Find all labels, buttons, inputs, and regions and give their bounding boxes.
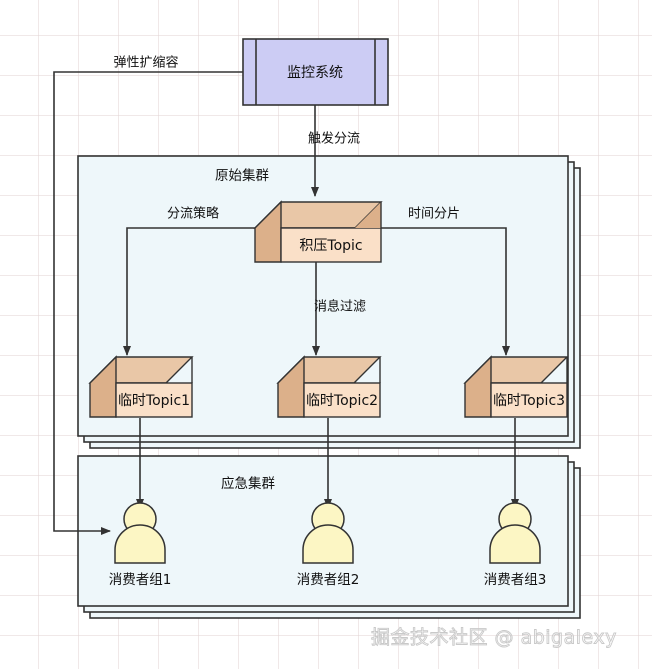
consumer-group-1-node[interactable]: 消费者组1	[109, 502, 172, 588]
temp-topic-1-front-face	[115, 382, 193, 418]
temp-topic-3-node[interactable]: 临时Topic3	[463, 355, 569, 418]
monitoring-system-node[interactable]: 监控系统	[242, 38, 389, 106]
consumer-group-3-label: 消费者组3	[484, 572, 547, 588]
consumer-group-1-label: 消费者组1	[109, 572, 172, 588]
origin-cluster-label: 原始集群	[215, 168, 269, 184]
edge-label-message-filter: 消息过滤	[314, 299, 366, 315]
consumer-group-2-node[interactable]: 消费者组2	[297, 502, 360, 588]
monitoring-system-box	[242, 38, 389, 106]
edge-backlog-to-temp1	[123, 227, 255, 356]
temp-topic-3-front-face	[490, 382, 568, 418]
edge-label-split-policy: 分流策略	[167, 206, 219, 222]
edge-label-time-shard: 时间分片	[408, 207, 460, 222]
consumer-group-3-node[interactable]: 消费者组3	[484, 502, 547, 588]
consumer-group-3-body-icon	[489, 524, 541, 564]
consumer-group-2-label: 消费者组2	[297, 572, 360, 588]
backlog-topic-front-face	[280, 227, 382, 263]
temp-topic-1-node[interactable]: 临时Topic1	[88, 355, 194, 418]
backlog-topic-label: 积压Topic	[299, 238, 362, 254]
backlog-topic-corner-shade	[355, 202, 381, 228]
edge-label-trigger-split: 触发分流	[308, 131, 360, 147]
temp-topic-1-label: 临时Topic1	[118, 393, 190, 409]
edge-elastic-scaling-feedback	[53, 71, 243, 535]
temp-topic-2-front-face	[303, 382, 381, 418]
monitoring-system-label: 监控系统	[287, 65, 343, 81]
temp-topic-2-label: 临时Topic2	[306, 393, 378, 409]
consumer-group-1-body-icon	[114, 524, 166, 564]
temp-topic-3-label: 临时Topic3	[493, 393, 565, 409]
backlog-topic-node[interactable]: 积压Topic	[253, 200, 383, 263]
emergency-cluster-label: 应急集群	[221, 475, 275, 492]
consumer-group-2-body-icon	[302, 524, 354, 564]
edge-label-elastic-scaling: 弹性扩缩容	[113, 55, 178, 71]
edge-backlog-to-temp3	[378, 227, 510, 356]
temp-topic-2-node[interactable]: 临时Topic2	[276, 355, 382, 418]
watermark-text: 掘金技术社区 @ abigalexy	[371, 627, 617, 649]
